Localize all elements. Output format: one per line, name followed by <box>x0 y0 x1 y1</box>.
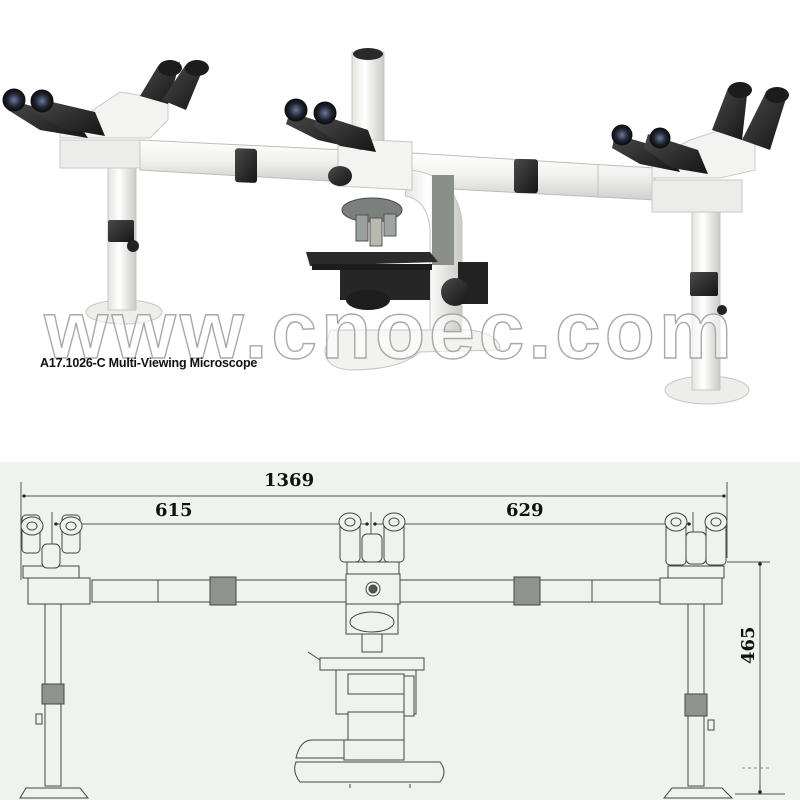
microscope-photo <box>2 48 789 405</box>
drawing-bridge <box>27 573 723 606</box>
drawing-heads <box>20 512 728 579</box>
technical-drawing <box>19 482 785 799</box>
left-stand <box>85 159 163 325</box>
dimension-right-span: 629 <box>506 500 544 521</box>
product-caption: A17.1026-C Multi-Viewing Microscope <box>40 356 258 370</box>
right-stand <box>664 209 750 405</box>
drawing-stands <box>19 603 734 799</box>
dimension-diagram-panel: 1369 615 629 465 <box>0 462 800 800</box>
product-photo-panel: www.cnoec.com A17.1026-C Multi-Viewing M… <box>2 48 789 405</box>
left-viewing-head <box>2 60 209 169</box>
bridge-tube-left <box>139 139 346 183</box>
dimension-left-span: 615 <box>155 500 193 521</box>
right-viewing-head <box>611 82 789 213</box>
drawing-main-microscope <box>294 603 445 788</box>
dimension-height: 465 <box>738 626 759 664</box>
main-microscope <box>284 48 501 371</box>
dimension-total-width: 1369 <box>264 470 315 491</box>
